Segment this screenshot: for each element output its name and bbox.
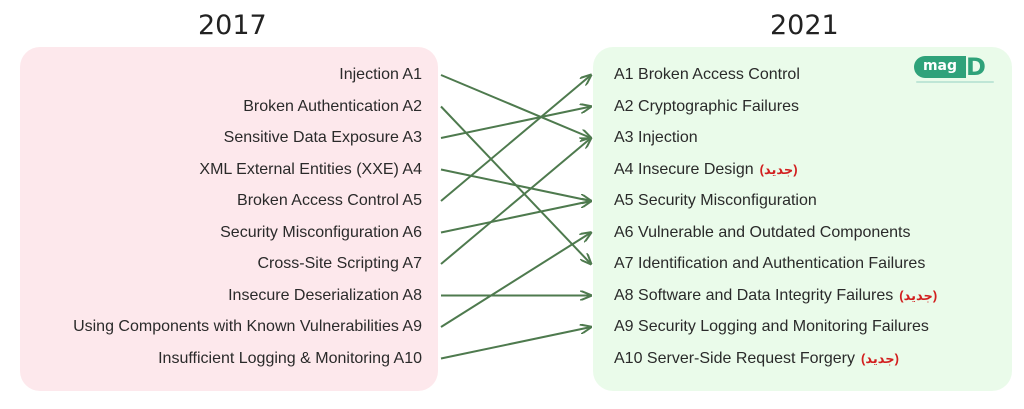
mapping-arrow	[440, 74, 591, 138]
item-label: A6 Vulnerable and Outdated Components	[614, 223, 911, 241]
item-label: A8 Software and Data Integrity Failures	[614, 286, 894, 304]
list-item-2021: A8 Software and Data Integrity Failures (…	[614, 286, 937, 306]
mapping-arrow	[440, 75, 591, 202]
panel-2021	[593, 47, 1012, 391]
mapping-arrow	[440, 201, 591, 234]
list-item-2017: Security Misconfiguration A6	[220, 223, 422, 241]
mapping-arrow	[440, 327, 591, 360]
new-badge: (جدید)	[759, 161, 798, 177]
list-item-2021: A3 Injection	[614, 128, 698, 148]
list-item-2021: A2 Cryptographic Failures	[614, 97, 799, 117]
year-2021-heading: 2021	[770, 10, 839, 41]
list-item-2021: A6 Vulnerable and Outdated Components	[614, 223, 911, 243]
item-label: A9 Security Logging and Monitoring Failu…	[614, 318, 929, 335]
item-label: A5 Security Misconfiguration	[614, 192, 817, 209]
list-item-2021: A1 Broken Access Control	[614, 65, 800, 85]
list-item-2017: Injection A1	[339, 66, 422, 83]
logo-letter: D	[966, 53, 986, 81]
item-label: A4 Insecure Design	[614, 160, 754, 178]
mapping-arrow	[440, 138, 591, 265]
list-item-2017: Insecure Deserialization A8	[228, 286, 422, 304]
list-item-2017: XML External Entities (XXE) A4	[199, 160, 422, 178]
mapping-arrow	[440, 107, 591, 139]
list-item-2021: A7 Identification and Authentication Fai…	[614, 254, 925, 274]
item-label: A3 Injection	[614, 129, 698, 146]
item-label: A1 Broken Access Control	[614, 66, 800, 83]
mapping-arrow	[440, 168, 591, 202]
panel-2017	[20, 47, 438, 391]
list-item-2021: A5 Security Misconfiguration	[614, 191, 817, 211]
mapping-arrow	[440, 233, 591, 328]
item-label: A2 Cryptographic Failures	[614, 97, 799, 115]
item-label: A10 Server-Side Request Forgery	[614, 349, 855, 367]
list-item-2017: Cross-Site Scripting A7	[257, 255, 422, 272]
list-item-2017: Sensitive Data Exposure A3	[223, 129, 422, 146]
list-item-2021: A10 Server-Side Request Forgery (جدید)	[614, 349, 899, 369]
list-item-2021: A4 Insecure Design (جدید)	[614, 160, 798, 180]
list-item-2017: Broken Access Control A5	[237, 192, 422, 209]
list-item-2021: A9 Security Logging and Monitoring Failu…	[614, 317, 929, 337]
list-item-2017: Broken Authentication A2	[243, 97, 422, 115]
list-item-2017: Using Components with Known Vulnerabilit…	[73, 318, 422, 335]
item-label: A7 Identification and Authentication Fai…	[614, 255, 926, 272]
new-badge: (جدید)	[861, 350, 899, 366]
new-badge: (جدید)	[899, 287, 938, 303]
logo-text: mag	[914, 56, 966, 78]
year-2017-heading: 2017	[198, 10, 267, 41]
mag-logo: mag D	[914, 54, 994, 90]
logo-underline	[916, 81, 994, 83]
list-item-2017: Insufficient Logging & Monitoring A10	[158, 349, 422, 367]
